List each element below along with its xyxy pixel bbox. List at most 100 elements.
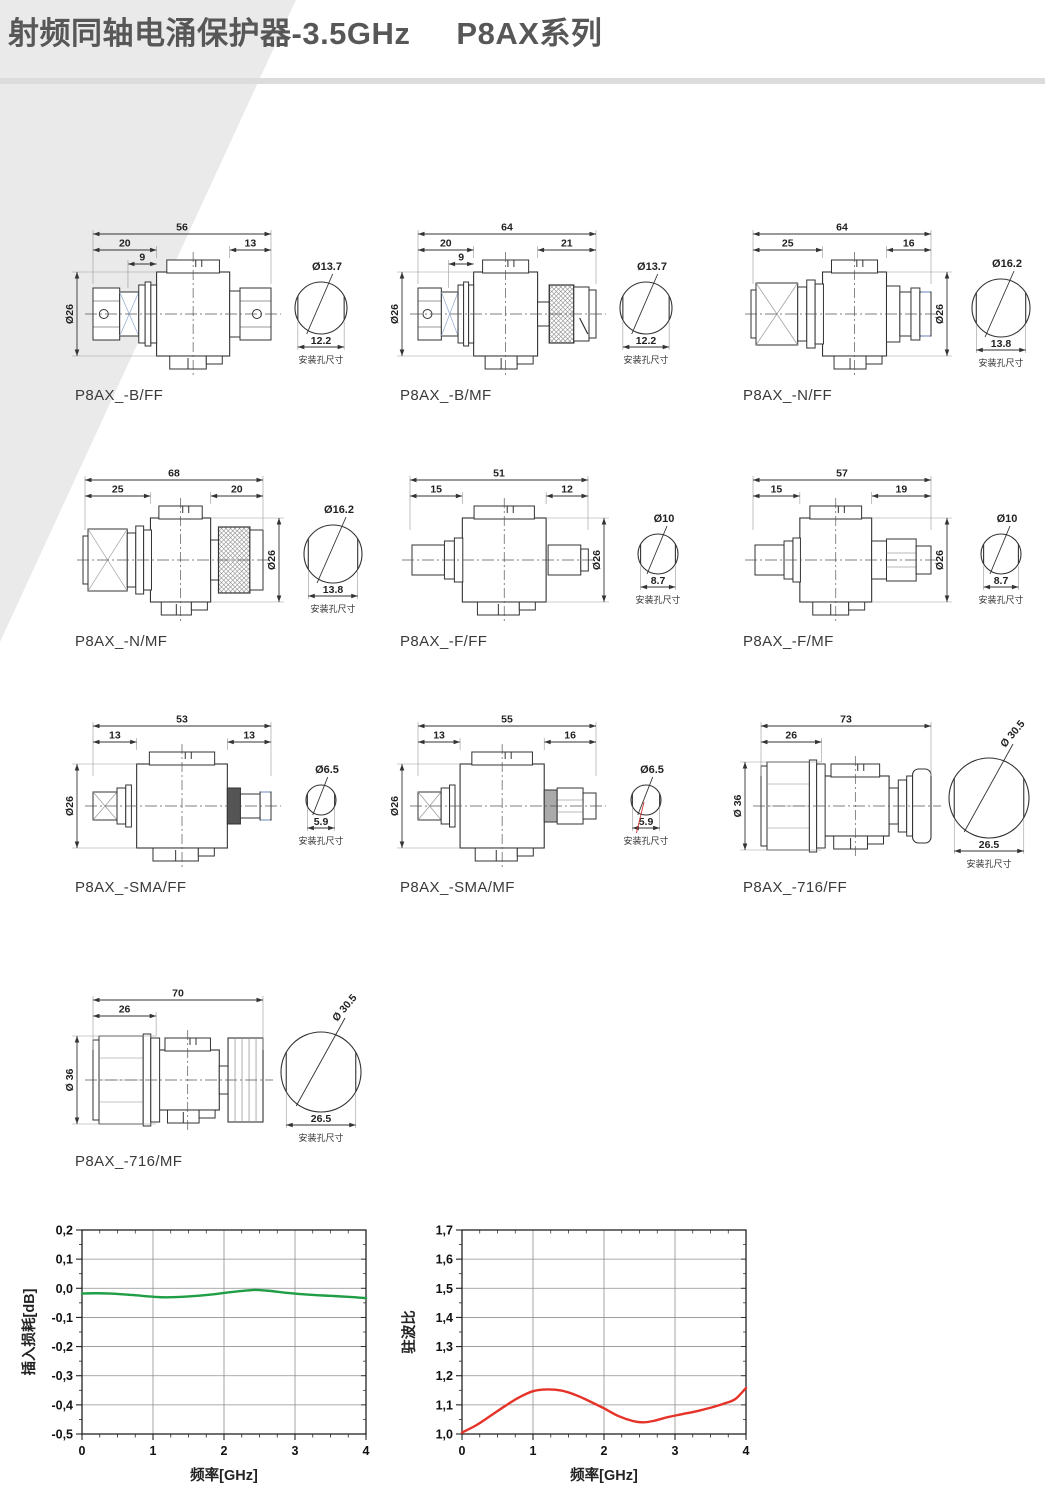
svg-text:70: 70 [172, 988, 184, 1000]
svg-text:19: 19 [895, 484, 907, 496]
svg-text:4: 4 [363, 1444, 370, 1458]
svg-text:1,7: 1,7 [436, 1224, 453, 1238]
drawing-label: P8AX_-F/FF [400, 633, 488, 650]
svg-text:Ø13.7: Ø13.7 [637, 261, 667, 273]
svg-text:0,2: 0,2 [56, 1224, 73, 1238]
svg-text:1,0: 1,0 [436, 1428, 453, 1442]
drawing-label: P8AX_-B/FF [75, 387, 164, 404]
svg-text:4: 4 [743, 1444, 750, 1458]
svg-text:1: 1 [150, 1444, 157, 1458]
svg-text:2: 2 [601, 1444, 608, 1458]
svg-text:13.8: 13.8 [323, 584, 344, 596]
page-title-main: 射频同轴电涌保护器-3.5GHz [8, 16, 411, 51]
svg-text:26: 26 [119, 1004, 131, 1016]
svg-text:Ø26: Ø26 [389, 304, 401, 324]
svg-text:0,1: 0,1 [56, 1253, 73, 1267]
drawing-label: P8AX_-F/MF [743, 633, 834, 650]
svg-text:1,1: 1,1 [436, 1398, 453, 1412]
svg-text:安装孔尺寸: 安装孔尺寸 [623, 835, 668, 846]
svg-text:12: 12 [561, 484, 573, 496]
svg-text:安装孔尺寸: 安装孔尺寸 [978, 357, 1023, 368]
svg-text:13: 13 [244, 238, 256, 250]
svg-text:Ø26: Ø26 [64, 796, 76, 816]
svg-text:1,6: 1,6 [436, 1253, 453, 1267]
svg-text:1,4: 1,4 [436, 1311, 453, 1325]
svg-text:13.8: 13.8 [991, 338, 1012, 350]
svg-text:12.2: 12.2 [636, 335, 657, 347]
svg-text:频率[GHz]: 频率[GHz] [190, 1466, 258, 1484]
svg-text:68: 68 [168, 468, 180, 480]
svg-text:9: 9 [458, 252, 464, 264]
svg-text:12.2: 12.2 [311, 335, 332, 347]
svg-text:26: 26 [785, 730, 797, 742]
svg-text:16: 16 [564, 730, 576, 742]
svg-text:Ø 36: Ø 36 [64, 1068, 76, 1091]
svg-text:Ø 36: Ø 36 [732, 794, 744, 817]
svg-text:Ø26: Ø26 [934, 304, 946, 324]
svg-text:Ø10: Ø10 [654, 513, 675, 525]
svg-text:20: 20 [119, 238, 131, 250]
svg-text:Ø26: Ø26 [389, 796, 401, 816]
svg-text:3: 3 [672, 1444, 679, 1458]
svg-text:51: 51 [493, 468, 505, 480]
svg-text:13: 13 [433, 730, 445, 742]
svg-text:64: 64 [836, 222, 848, 234]
svg-text:Ø6.5: Ø6.5 [640, 764, 664, 776]
svg-text:9: 9 [139, 252, 145, 264]
svg-text:安装孔尺寸: 安装孔尺寸 [966, 858, 1011, 869]
svg-text:安装孔尺寸: 安装孔尺寸 [310, 603, 355, 614]
svg-text:56: 56 [176, 222, 188, 234]
svg-text:13: 13 [109, 730, 121, 742]
svg-text:-0,3: -0,3 [51, 1369, 73, 1383]
svg-text:0,0: 0,0 [56, 1282, 73, 1296]
svg-text:2: 2 [221, 1444, 228, 1458]
svg-text:20: 20 [231, 484, 243, 496]
svg-text:安装孔尺寸: 安装孔尺寸 [298, 835, 343, 846]
page-title-series: P8AX系列 [456, 16, 603, 51]
svg-text:Ø6.5: Ø6.5 [315, 764, 339, 776]
svg-text:-0,2: -0,2 [51, 1340, 73, 1354]
svg-text:Ø26: Ø26 [266, 550, 278, 570]
svg-text:25: 25 [112, 484, 124, 496]
svg-text:16: 16 [903, 238, 915, 250]
svg-text:15: 15 [771, 484, 783, 496]
drawing-label: P8AX_-N/FF [743, 387, 833, 404]
svg-text:25: 25 [782, 238, 794, 250]
svg-text:Ø16.2: Ø16.2 [324, 504, 354, 516]
svg-text:3: 3 [292, 1444, 299, 1458]
divider-band [0, 78, 1045, 84]
svg-text:驻波比: 驻波比 [400, 1310, 418, 1354]
svg-text:-0,5: -0,5 [51, 1428, 73, 1442]
svg-text:8.7: 8.7 [651, 575, 666, 587]
drawing-label: P8AX_-716/MF [75, 1153, 183, 1170]
svg-text:20: 20 [440, 238, 452, 250]
page-title: 射频同轴电涌保护器-3.5GHz P8AX系列 [8, 8, 602, 53]
svg-text:Ø26: Ø26 [64, 304, 76, 324]
svg-text:26.5: 26.5 [311, 1113, 332, 1125]
drawing-label: P8AX_-B/MF [400, 387, 492, 404]
svg-text:0: 0 [79, 1444, 86, 1458]
svg-text:1,3: 1,3 [436, 1340, 453, 1354]
svg-text:频率[GHz]: 频率[GHz] [570, 1466, 638, 1484]
svg-text:安装孔尺寸: 安装孔尺寸 [623, 354, 668, 365]
svg-text:安装孔尺寸: 安装孔尺寸 [635, 594, 680, 605]
